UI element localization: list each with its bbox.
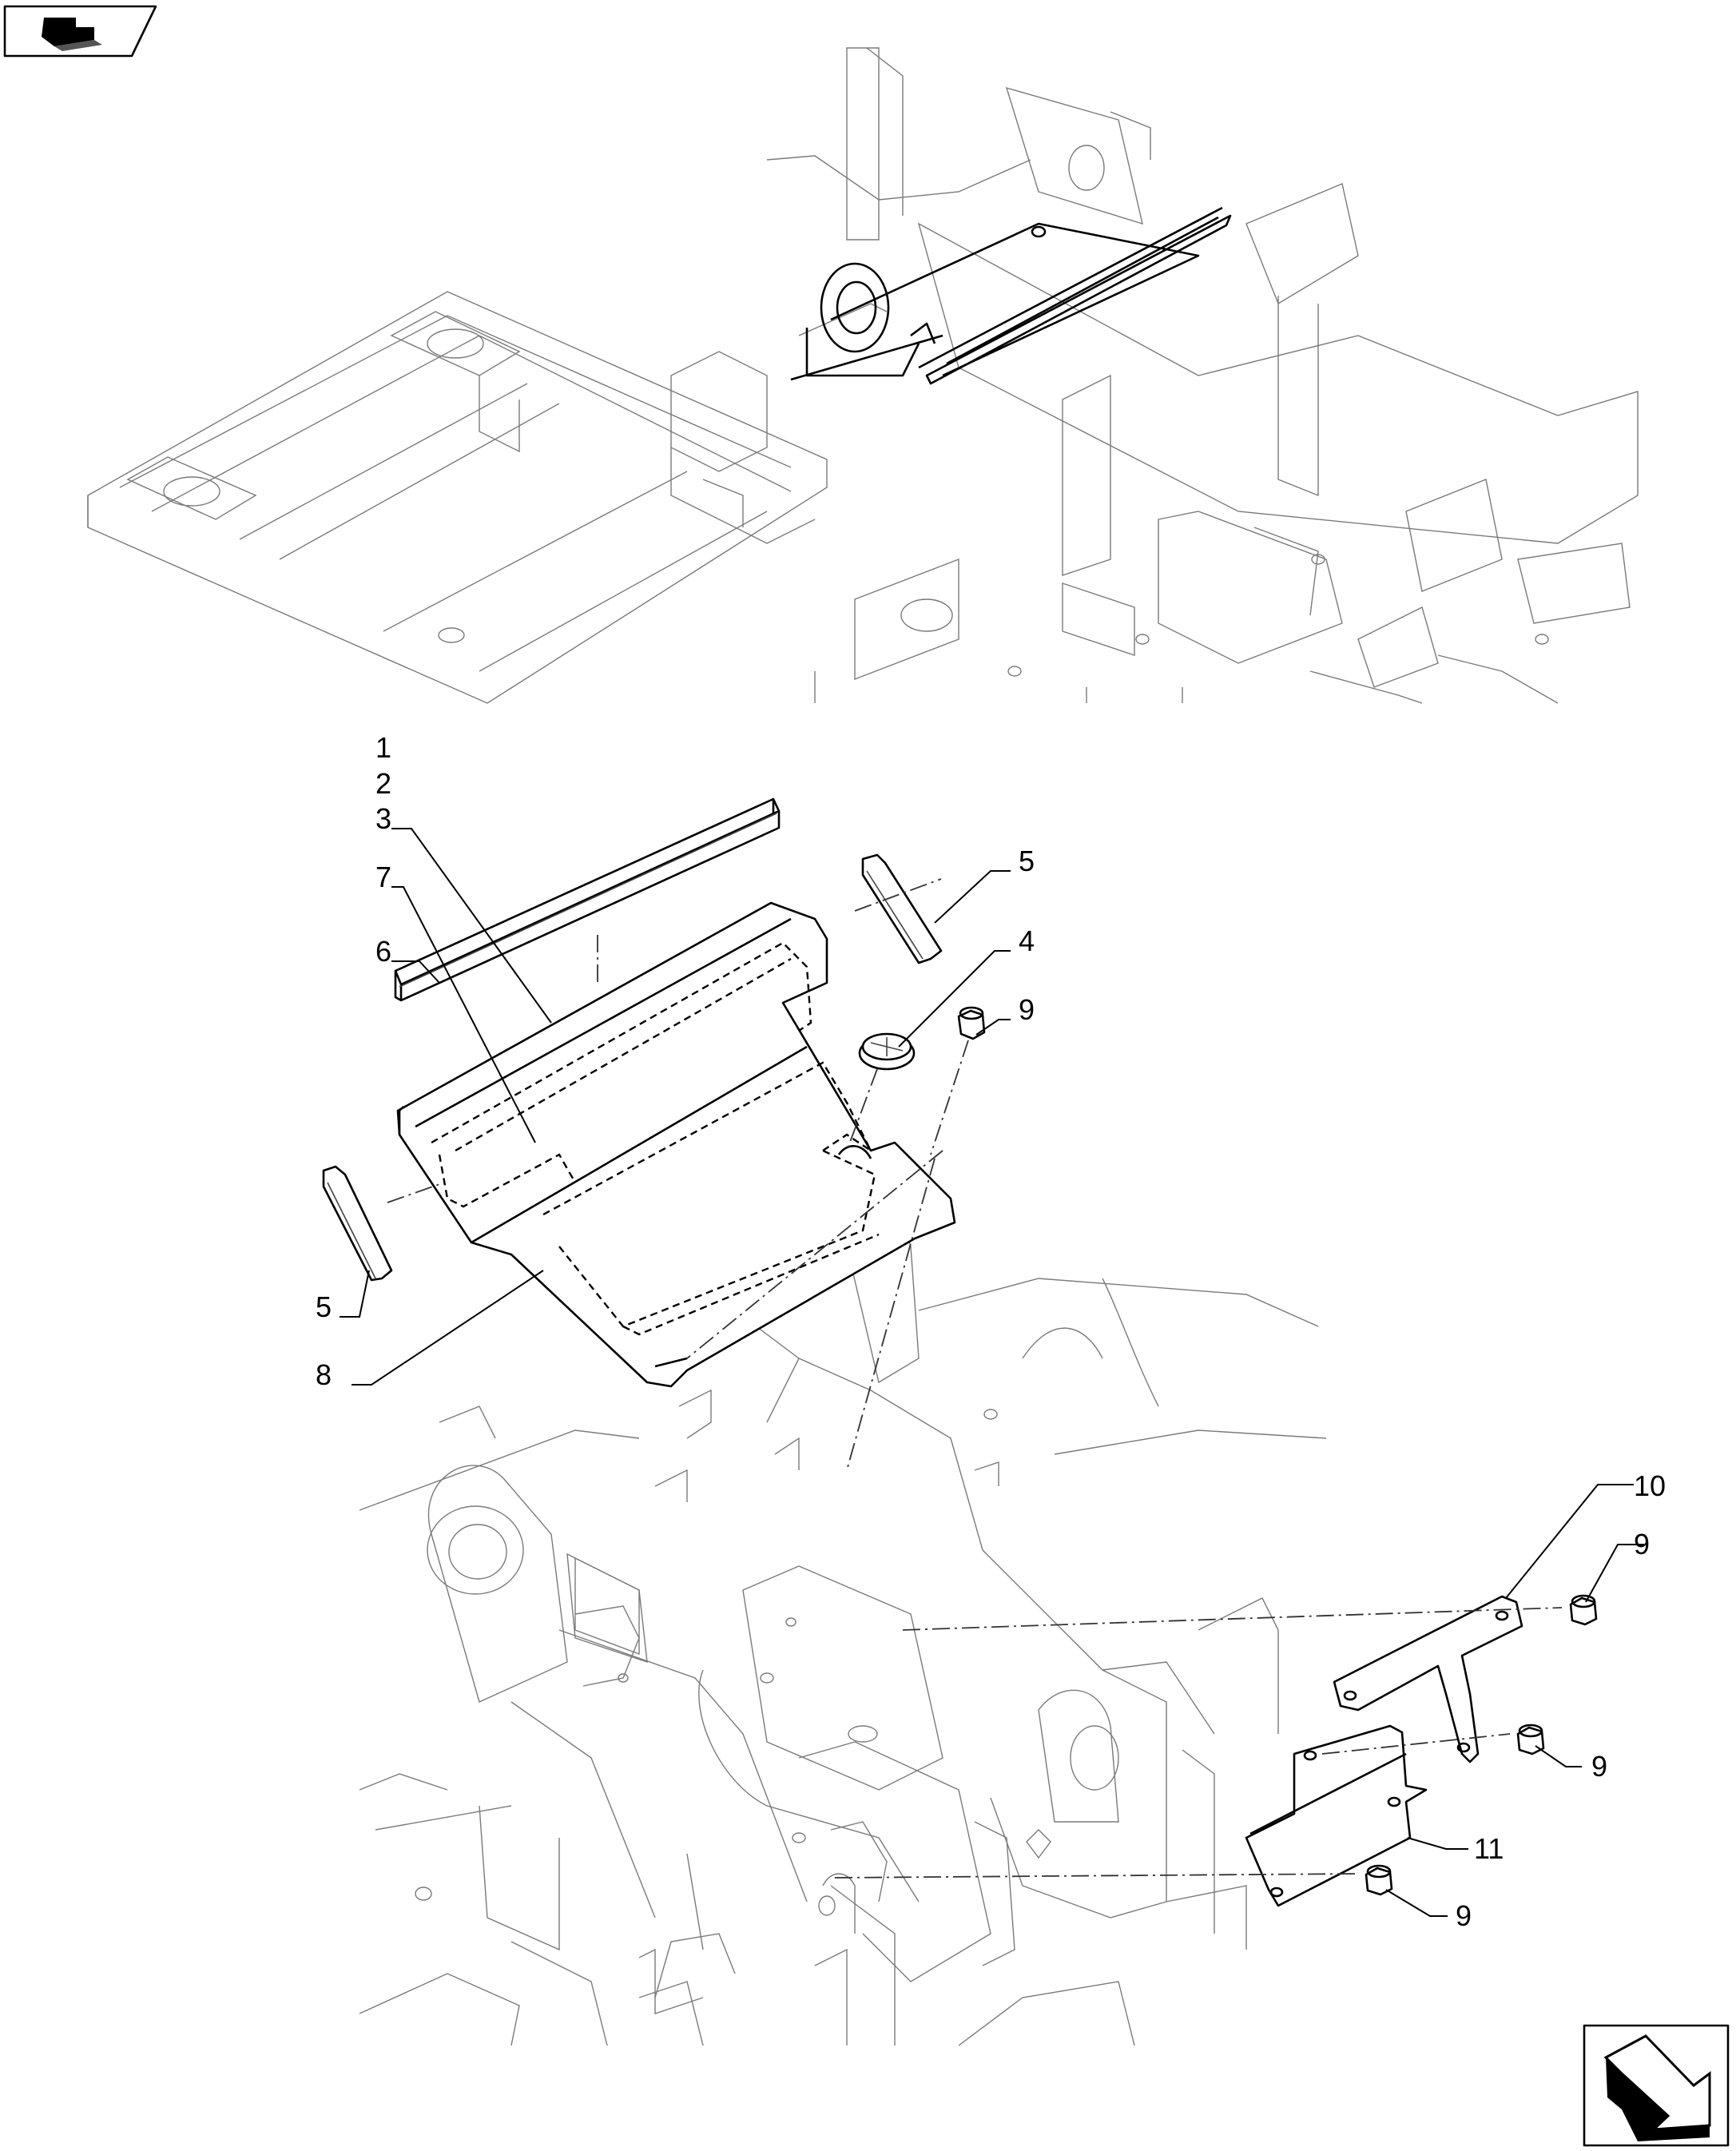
bolt-part-10	[1569, 1594, 1598, 1626]
side-seal-part-right	[861, 853, 943, 964]
callout-5-right: 5	[1019, 845, 1035, 877]
overview-machine-frame	[87, 47, 1639, 704]
callout-9-bracket10: 9	[1634, 1528, 1650, 1561]
callout-3: 3	[375, 802, 391, 835]
callout-labels: 1 2 3 7 6 5 4 9 5 8 10 9 9 11 9	[316, 731, 1666, 1932]
seal-strip-part	[394, 797, 781, 1002]
side-seal-part-left	[322, 1165, 393, 1282]
callout-2: 2	[375, 767, 391, 800]
bolt-part-upper	[957, 1006, 986, 1040]
callout-4: 4	[1019, 924, 1035, 957]
bracket-part-10	[1333, 1595, 1523, 1763]
callout-8: 8	[316, 1358, 332, 1391]
callout-1: 1	[375, 731, 391, 764]
callout-9-mid: 9	[1591, 1750, 1607, 1783]
bolt-part-lower	[1365, 1864, 1393, 1896]
bracket-part-11	[1245, 1724, 1428, 1907]
cover-plate-part	[396, 901, 956, 1388]
next-page-arrow-icon[interactable]	[1583, 2024, 1730, 2147]
callout-5-left: 5	[316, 1290, 332, 1323]
callout-6: 6	[375, 935, 391, 968]
lower-machine-frame	[359, 1222, 1327, 2046]
callout-9-upper: 9	[1019, 993, 1035, 1026]
navigation-badge-icon[interactable]	[3, 5, 157, 58]
callout-11: 11	[1474, 1832, 1504, 1865]
assembly-center-lines	[387, 878, 1563, 1879]
callout-leader-lines	[340, 828, 1644, 1917]
callout-10: 10	[1634, 1469, 1666, 1502]
callout-7: 7	[375, 861, 391, 893]
callout-9-lower: 9	[1456, 1899, 1472, 1932]
overview-cover-assembly	[790, 206, 1232, 385]
